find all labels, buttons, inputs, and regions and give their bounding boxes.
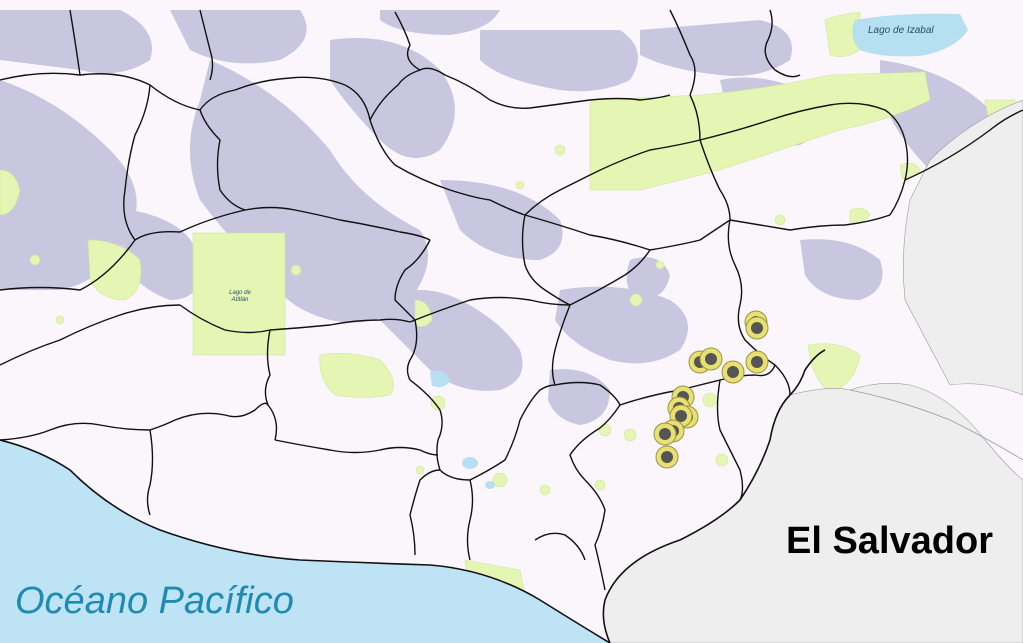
lake-atitlan-label: Lago de Atitlán bbox=[220, 290, 260, 304]
location-marker[interactable] bbox=[745, 316, 769, 340]
location-marker[interactable] bbox=[655, 445, 679, 469]
ocean-label: Océano Pacífico bbox=[15, 580, 294, 622]
neighbor-country-north bbox=[903, 99, 1023, 396]
small-lakes bbox=[430, 371, 495, 489]
protected-areas bbox=[0, 11, 1016, 596]
lake-izabal bbox=[852, 13, 968, 57]
international-border bbox=[602, 349, 826, 643]
lake-atitlan-label-line1: Lago de bbox=[229, 290, 251, 296]
location-marker[interactable] bbox=[745, 350, 769, 374]
department-boundaries bbox=[0, 9, 1023, 591]
country-label: El Salvador bbox=[786, 520, 993, 562]
location-marker[interactable] bbox=[721, 360, 745, 384]
location-markers[interactable] bbox=[653, 310, 769, 469]
lake-atitlan-label-line2: Atitlán bbox=[231, 297, 249, 303]
internal-border-gray bbox=[849, 389, 1023, 461]
location-marker[interactable] bbox=[653, 422, 677, 446]
ocean bbox=[0, 440, 610, 643]
location-marker[interactable] bbox=[699, 347, 723, 371]
coastline bbox=[0, 439, 611, 643]
lake-izabal-label: Lago de Izabal bbox=[868, 25, 934, 36]
